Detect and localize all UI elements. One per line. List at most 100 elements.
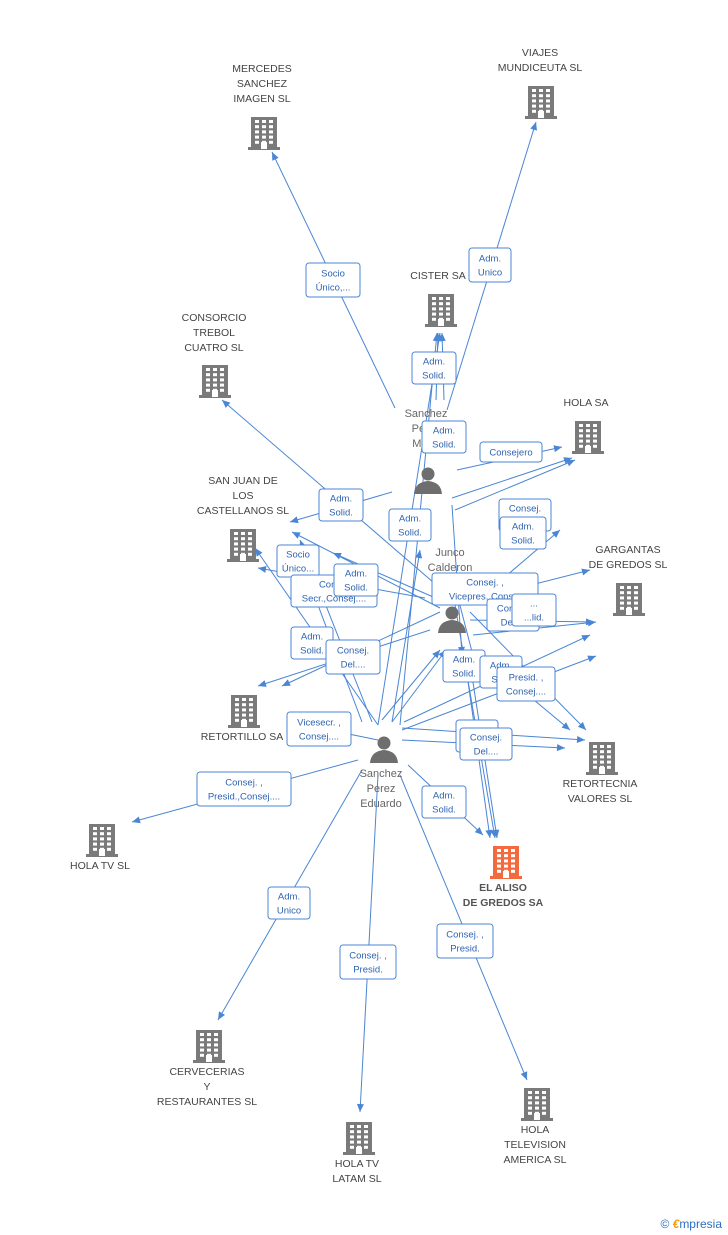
role-label[interactable]: Adm.Unico — [468, 247, 512, 283]
role-label[interactable]: Consej.Del.... — [459, 727, 513, 761]
arrow-head-icon — [576, 735, 585, 743]
role-label[interactable]: Adm.Solid. — [290, 626, 334, 660]
company-name-gargantas[interactable]: DE GREDOS SL — [589, 559, 668, 571]
role-label[interactable]: Consej. ,Presid. — [339, 944, 397, 980]
building-icon — [343, 1122, 375, 1155]
arrow-head-icon — [551, 530, 560, 538]
company-name-cister[interactable]: CISTER SA — [410, 270, 465, 282]
role-label-text: Consej. , — [446, 930, 484, 941]
role-label[interactable]: Consej. ,Presid.,Consej.... — [196, 771, 292, 807]
person-name-eduardo[interactable]: Sanchez — [360, 768, 403, 780]
arrow-head-icon — [258, 565, 267, 573]
role-label[interactable]: Adm.Solid. — [388, 508, 432, 542]
company-name-cervecerias[interactable]: Y — [203, 1081, 210, 1093]
company-name-retortecnia[interactable]: VALORES SL — [568, 793, 633, 805]
role-label-text: Solid. — [432, 440, 456, 451]
relation-edge — [381, 649, 441, 721]
role-label[interactable]: Consejero — [479, 441, 543, 463]
role-label-text: Adm. — [490, 661, 512, 672]
company-name-mercedes[interactable]: IMAGEN SL — [233, 93, 290, 105]
company-name-sanjuan[interactable]: LOS — [232, 490, 253, 502]
role-label-text: Consej.... — [506, 687, 546, 698]
arrow-head-icon — [415, 550, 423, 559]
person-name-eduardo[interactable]: Perez — [367, 783, 396, 795]
role-labels-layer: SocioÚnico,...Adm.UnicoAdm.Solid.Adm.Sol… — [196, 247, 557, 980]
company-name-retortillo[interactable]: RETORTILLO SA — [201, 731, 283, 743]
role-label[interactable]: Adm.Solid. — [421, 785, 467, 819]
person-name-junco[interactable]: Junco — [435, 547, 464, 559]
company-name-sanjuan[interactable]: SAN JUAN DE — [208, 475, 277, 487]
company-name-mercedes[interactable]: SANCHEZ — [237, 78, 288, 90]
role-label[interactable]: Vicesecr. ,Consej.... — [286, 711, 352, 747]
role-label[interactable]: Adm.Solid. — [318, 488, 364, 522]
role-label[interactable]: SocioÚnico,... — [305, 262, 361, 298]
company-name-consorcio[interactable]: CUATRO SL — [184, 342, 243, 354]
role-label[interactable]: Adm.Solid. — [421, 420, 467, 454]
company-name-mercedes[interactable]: MERCEDES — [232, 63, 292, 75]
role-label[interactable]: SocioÚnico... — [276, 544, 320, 578]
role-label-text: Socio — [321, 269, 345, 280]
role-label-text: Adm. — [479, 254, 501, 265]
company-name-gargantas[interactable]: GARGANTAS — [595, 544, 660, 556]
role-label-text: Secr.,Consej.... — [302, 594, 366, 605]
role-label-text: Presid. — [353, 965, 383, 976]
company-name-holatvlatam[interactable]: LATAM SL — [332, 1173, 381, 1185]
building-icon — [227, 529, 259, 562]
role-label[interactable]: Adm.Solid. — [333, 563, 379, 597]
role-label[interactable]: ......lid. — [511, 593, 557, 627]
role-label-text: ... — [530, 599, 538, 610]
empresia-logo-text: mpresia — [679, 1217, 722, 1231]
company-name-viajes[interactable]: VIAJES — [522, 47, 558, 59]
arrow-head-icon — [132, 816, 141, 824]
company-name-holatelevision[interactable]: TELEVISION — [504, 1139, 566, 1151]
person-name-sanchezmer[interactable]: Sanchez — [405, 408, 448, 420]
role-label[interactable]: Adm.Solid. — [411, 351, 457, 385]
role-label[interactable]: Adm.Solid. — [442, 649, 486, 683]
arrow-head-icon — [432, 650, 440, 659]
arrow-head-icon — [272, 152, 279, 161]
arrow-head-icon — [218, 1011, 226, 1020]
person-name-junco[interactable]: Calderon — [428, 562, 473, 574]
relation-edge — [451, 457, 573, 499]
company-name-holatvlatam[interactable]: HOLA TV — [335, 1158, 379, 1170]
role-label[interactable]: Presid. ,Consej.... — [496, 666, 556, 702]
company-name-holatelevision[interactable]: AMERICA SL — [503, 1154, 566, 1166]
role-label-text: Solid. — [511, 536, 535, 547]
person-name-eduardo[interactable]: Eduardo — [360, 798, 402, 810]
role-label-text: Consej. — [337, 646, 369, 657]
arrow-head-icon — [222, 400, 231, 408]
arrow-head-icon — [255, 548, 263, 557]
role-label-text: Consej. — [509, 504, 541, 515]
role-label-text: Adm. — [330, 494, 352, 505]
company-name-retortecnia[interactable]: RETORTECNIA — [563, 778, 638, 790]
arrow-head-icon — [292, 532, 301, 539]
role-label-text: Solid. — [300, 646, 324, 657]
company-name-consorcio[interactable]: CONSORCIO — [182, 312, 247, 324]
company-name-elaliso[interactable]: DE GREDOS SA — [463, 897, 544, 909]
role-label[interactable]: Adm. Solid. — [499, 516, 547, 550]
role-label-text: Solid. — [344, 583, 368, 594]
company-name-cervecerias[interactable]: CERVECERIAS — [169, 1066, 244, 1078]
company-name-elaliso[interactable]: EL ALISO — [479, 882, 527, 894]
empresia-brand[interactable]: © €mpresia — [660, 1217, 722, 1231]
company-name-holasa[interactable]: HOLA SA — [564, 397, 609, 409]
empresia-logo-e: € — [672, 1217, 680, 1231]
role-label[interactable]: Consej. ,Presid. — [436, 923, 494, 959]
company-name-viajes[interactable]: MUNDICEUTA SL — [498, 62, 583, 74]
building-icon — [228, 695, 260, 728]
building-icon — [490, 846, 522, 879]
company-name-sanjuan[interactable]: CASTELLANOS SL — [197, 505, 289, 517]
company-name-holatv[interactable]: HOLA TV SL — [70, 860, 130, 872]
company-name-holatelevision[interactable]: HOLA — [521, 1124, 550, 1136]
role-label-text: Adm. — [512, 522, 534, 533]
role-label[interactable]: Adm.Unico — [267, 886, 311, 920]
company-name-consorcio[interactable]: TREBOL — [193, 327, 235, 339]
role-label-text: Adm. — [433, 791, 455, 802]
company-name-cervecerias[interactable]: RESTAURANTES SL — [157, 1096, 257, 1108]
role-label-text: Socio — [286, 550, 310, 561]
role-label[interactable]: Consej.Del.... — [325, 639, 381, 675]
relation-edge — [332, 552, 441, 601]
arrow-head-icon — [290, 516, 299, 524]
person-icon — [438, 606, 466, 633]
